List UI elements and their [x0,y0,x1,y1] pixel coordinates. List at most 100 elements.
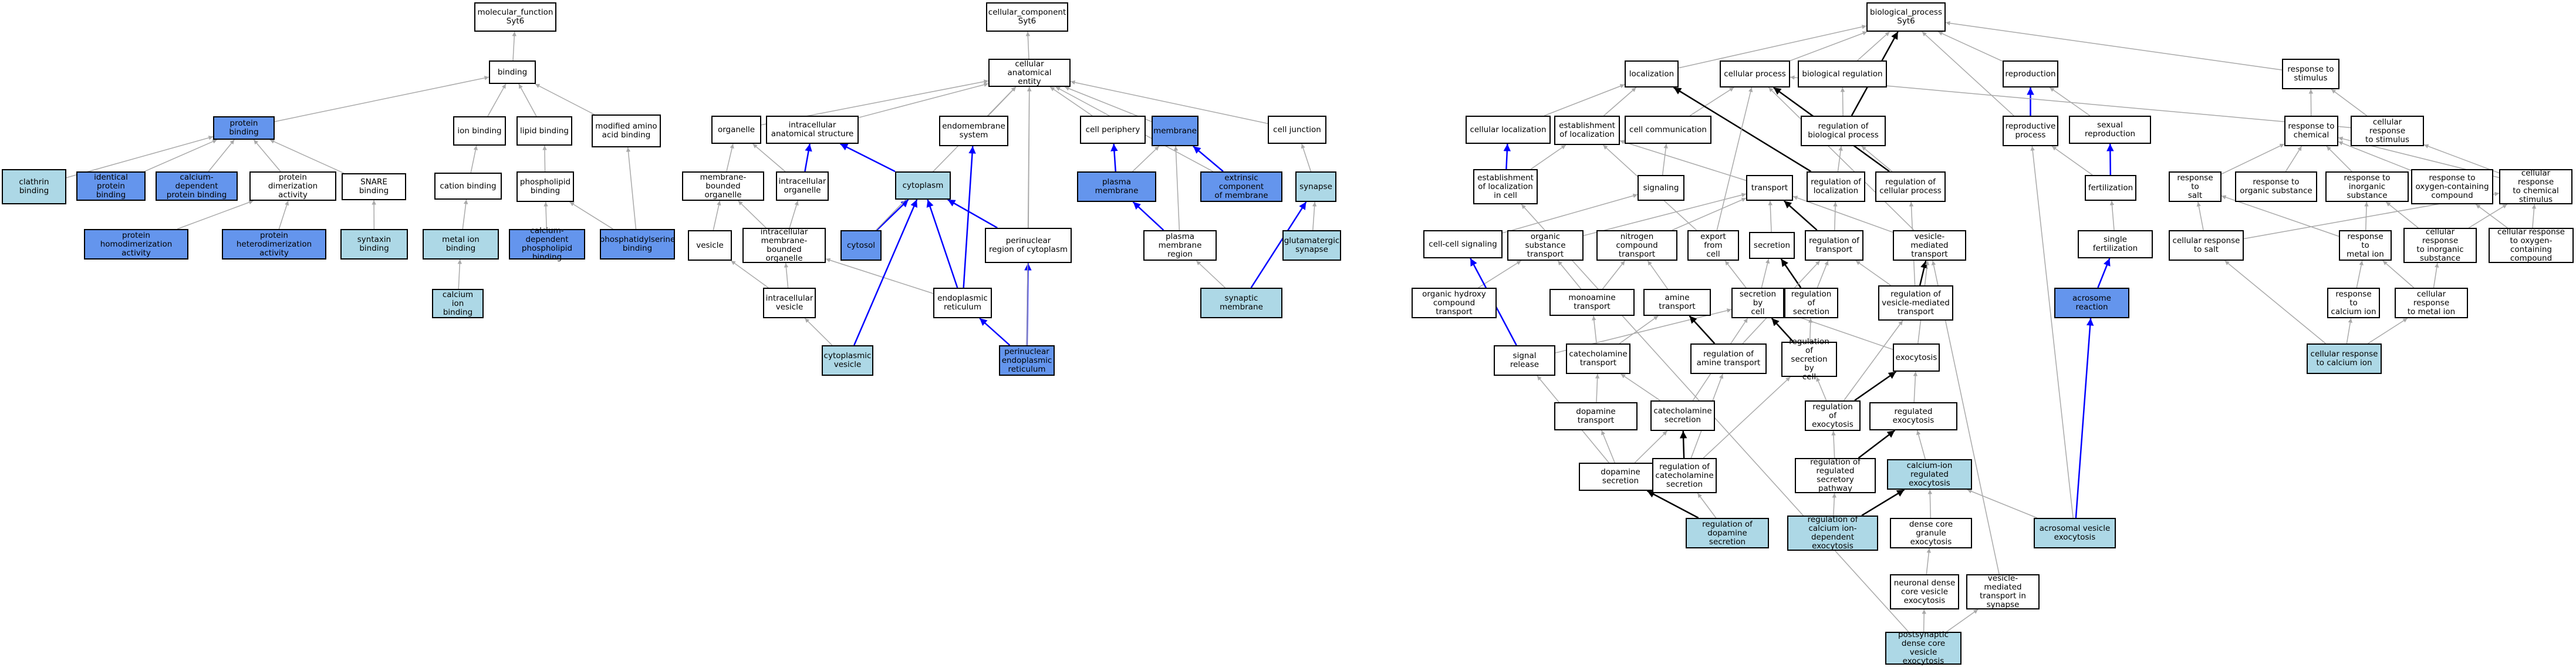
go-term-regulation-of-secretion-by-cell[interactable]: regulation of secretion by cell [1781,337,1837,381]
go-term-membrane[interactable]: membrane [1152,116,1198,146]
go-term-biological-regulation[interactable]: biological regulation [1798,60,1887,87]
go-term-catecholamine-transport[interactable]: catecholamine transport [1566,343,1630,374]
go-term-response-to-calcium-ion[interactable]: response to calcium ion [2327,288,2380,318]
go-term-dopamine-secretion[interactable]: dopamine secretion [1579,463,1662,491]
go-term-synapse[interactable]: synapse [1295,171,1336,202]
go-term-exocytosis[interactable]: exocytosis [1893,343,1940,372]
go-term-modified-amino-acid-binding[interactable]: modified amino acid binding [592,114,661,147]
go-term-intracellular-anatomical-structure[interactable]: intracellular anatomical structure [766,116,859,144]
go-term-regulation-of-transport[interactable]: regulation of transport [1805,230,1863,261]
go-term-vesicle-mediated-transport-in-synapse[interactable]: vesicle-mediated transport in synapse [1966,574,2040,609]
go-term-response-to-salt[interactable]: response to salt [2169,171,2221,202]
go-term-protein-binding[interactable]: protein binding [213,116,275,140]
go-term-localization[interactable]: localization [1625,60,1679,87]
go-term-regulated-exocytosis[interactable]: regulated exocytosis [1869,402,1957,430]
go-term-response-to-metal-ion[interactable]: response to metal ion [2339,230,2392,261]
go-term-organelle[interactable]: organelle [711,116,761,144]
go-term-lipid-binding[interactable]: lipid binding [516,116,572,146]
go-term-export-from-cell[interactable]: export from cell [1687,230,1739,261]
go-term-regulation-of-biological-process[interactable]: regulation of biological process [1801,116,1886,146]
go-term-intracellular-membrane-bounded-organelle[interactable]: intracellular membrane-bounded organelle [742,228,826,263]
go-term-response-to-oxygen-containing-compound[interactable]: response to oxygen-containing compound [2411,169,2493,204]
go-term-establishment-of-localization[interactable]: establishment of localization [1554,116,1620,145]
go-term-organic-substance-transport[interactable]: organic substance transport [1507,230,1584,261]
go-term-cation-binding[interactable]: cation binding [434,173,502,200]
go-term-dopamine-transport[interactable]: dopamine transport [1554,402,1638,430]
go-term-response-to-inorganic-substance[interactable]: response to inorganic substance [2325,171,2409,202]
go-term-endomembrane-system[interactable]: endomembrane system [939,116,1008,146]
go-term-neuronal-dense-core-vesicle-exocytosis[interactable]: neuronal dense core vesicle exocytosis [1890,574,1959,609]
go-term-nitrogen-compound-transport[interactable]: nitrogen compound transport [1596,230,1677,261]
go-term-vesicle[interactable]: vesicle [688,230,732,261]
go-term-regulation-of-calcium-ion-dependent-exocytosis[interactable]: regulation of calcium ion-dependent exoc… [1787,516,1878,551]
go-term-dense-core-granule-exocytosis[interactable]: dense core granule exocytosis [1890,518,1972,548]
go-term-postsynaptic-dense-core-vesicle-exocytosis[interactable]: postsynaptic dense core vesicle exocytos… [1885,631,1961,666]
go-term-cellular-response-to-metal-ion[interactable]: cellular response to metal ion [2395,288,2468,318]
go-term-calcium-ion-binding[interactable]: calcium ion binding [432,289,484,318]
go-term-regulation-of-localization[interactable]: regulation of localization [1807,171,1865,202]
go-term-biological-process-root[interactable]: biological_process Syt6 [1866,2,1946,32]
go-term-cellular-response-to-calcium-ion[interactable]: cellular response to calcium ion [2307,343,2382,374]
go-term-single-fertilization[interactable]: single fertilization [2078,230,2153,258]
go-term-sexual-reproduction[interactable]: sexual reproduction [2069,116,2151,144]
go-term-fertilization[interactable]: fertilization [2085,175,2136,201]
go-term-acrosomal-vesicle-exocytosis[interactable]: acrosomal vesicle exocytosis [2034,518,2116,548]
go-term-acrosome-reaction[interactable]: acrosome reaction [2054,288,2129,318]
go-term-synaptic-membrane[interactable]: synaptic membrane [1200,288,1282,318]
go-term-plasma-membrane-region[interactable]: plasma membrane region [1143,230,1217,261]
go-term-cellular-response-to-salt[interactable]: cellular response to salt [2169,230,2244,261]
go-term-cellular-response-to-stimulus[interactable]: cellular response to stimulus [2351,116,2424,146]
go-term-metal-ion-binding[interactable]: metal ion binding [423,229,499,260]
go-term-regulation-of-secretion[interactable]: regulation of secretion [1784,288,1838,318]
go-term-perinuclear-region-of-cytoplasm[interactable]: perinuclear region of cytoplasm [985,228,1072,263]
go-term-perinuclear-endoplasmic-reticulum[interactable]: perinuclear endoplasmic reticulum [999,345,1055,376]
go-term-glutamatergic-synapse[interactable]: glutamatergic synapse [1282,230,1341,261]
go-term-response-to-organic-substance[interactable]: response to organic substance [2235,171,2317,202]
go-term-clathrin-binding[interactable]: clathrin binding [2,169,66,204]
go-term-endoplasmic-reticulum[interactable]: endoplasmic reticulum [933,288,992,318]
go-term-protein-dimerization-activity[interactable]: protein dimerization activity [249,171,336,201]
go-term-extrinsic-component-of-membrane[interactable]: extrinsic component of membrane [1200,171,1282,202]
go-term-cellular-process[interactable]: cellular process [1720,60,1790,87]
go-term-vesicle-mediated-transport[interactable]: vesicle-mediated transport [1893,230,1966,261]
go-term-cell-communication[interactable]: cell communication [1625,116,1711,144]
go-term-phospholipid-binding[interactable]: phospholipid binding [516,171,574,202]
go-term-cytoplasmic-vesicle[interactable]: cytoplasmic vesicle [822,345,873,376]
go-term-intracellular-vesicle[interactable]: intracellular vesicle [763,288,816,318]
go-term-calcium-ion-regulated-exocytosis[interactable]: calcium-ion regulated exocytosis [1887,459,1972,490]
go-term-catecholamine-secretion[interactable]: catecholamine secretion [1650,400,1715,431]
go-term-cellular-localization[interactable]: cellular localization [1466,116,1551,144]
go-term-protein-heterodimerization-activity[interactable]: protein heterodimerization activity [222,229,326,260]
go-term-plasma-membrane[interactable]: plasma membrane [1077,171,1156,202]
go-term-regulation-of-regulated-secretory-pathway[interactable]: regulation of regulated secretory pathwa… [1795,458,1876,493]
go-term-cellular-anatomical-entity[interactable]: cellular anatomical entity [988,59,1071,87]
go-term-regulation-of-dopamine-secretion[interactable]: regulation of dopamine secretion [1686,518,1769,548]
go-term-cellular-component-root[interactable]: cellular_component Syt6 [986,2,1068,32]
go-term-establishment-of-localization-in-cell[interactable]: establishment of localization in cell [1473,169,1538,204]
go-term-cell-junction[interactable]: cell junction [1268,116,1326,144]
go-term-signal-release[interactable]: signal release [1494,345,1555,376]
go-term-cell-cell-signaling[interactable]: cell-cell signaling [1423,230,1503,258]
go-term-ion-binding[interactable]: ion binding [453,116,506,146]
go-term-cytoplasm[interactable]: cytoplasm [895,171,951,200]
go-term-signaling[interactable]: signaling [1638,175,1684,201]
go-term-transport[interactable]: transport [1746,175,1793,201]
go-term-cell-periphery[interactable]: cell periphery [1080,116,1146,144]
go-term-reproductive-process[interactable]: reproductive process [2003,116,2058,146]
go-term-identical-protein-binding[interactable]: identical protein binding [76,171,146,201]
go-term-organic-hydroxy-compound-transport[interactable]: organic hydroxy compound transport [1412,288,1497,318]
go-term-calcium-dependent-phospholipid-binding[interactable]: calcium-dependent phospholipid binding [509,227,585,262]
go-term-cytosol[interactable]: cytosol [840,230,882,261]
go-term-regulation-of-exocytosis[interactable]: regulation of exocytosis [1805,400,1861,431]
go-term-regulation-of-vesicle-mediated-transport[interactable]: regulation of vesicle-mediated transport [1878,285,1953,321]
go-term-calcium-dependent-protein-binding[interactable]: calcium-dependent protein binding [156,171,238,201]
go-term-regulation-of-amine-transport[interactable]: regulation of amine transport [1690,343,1767,374]
go-term-syntaxin-binding[interactable]: syntaxin binding [340,229,408,260]
go-term-reproduction[interactable]: reproduction [2003,60,2058,87]
go-term-snare-binding[interactable]: SNARE binding [342,173,406,200]
go-term-secretion[interactable]: secretion [1749,232,1795,259]
go-term-membrane-bounded-organelle[interactable]: membrane-bounded organelle [682,171,764,201]
go-term-response-to-chemical[interactable]: response to chemical [2284,116,2338,146]
go-term-cellular-response-to-inorganic-substance[interactable]: cellular response to inorganic substance [2403,228,2477,263]
go-term-intracellular-organelle[interactable]: intracellular organelle [776,171,829,201]
